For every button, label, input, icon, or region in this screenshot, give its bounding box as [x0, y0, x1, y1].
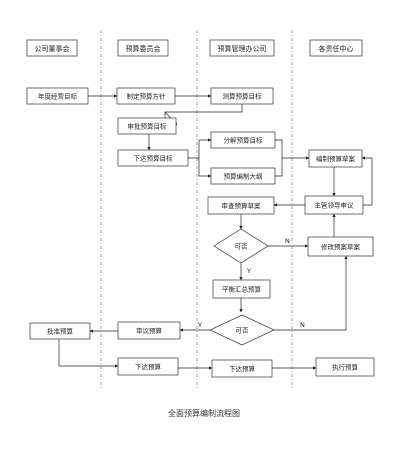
edge-label-d1-no: N: [285, 237, 290, 245]
node-issue-budget-committee: 下达预算: [135, 362, 162, 371]
node-review-draft: 审查预算草案: [222, 201, 262, 210]
decision-nodes: [209, 228, 275, 346]
node-review-draft-box: [207, 196, 275, 215]
lane-dividers: [100, 30, 293, 388]
node-compile-outline: 预算编制大纲: [224, 172, 263, 181]
node-decision1-shape: [213, 228, 269, 264]
node-balance-summary: 平衡汇总预算: [222, 285, 262, 294]
node-issue-budget-office-box: [211, 359, 273, 378]
node-execute-budget-box: [315, 357, 375, 377]
node-approve-budget-box: [29, 322, 91, 340]
node-issue-target: 下达预算目标: [134, 154, 174, 163]
lane-headers: 公司董事会 预算委员会 预算管理办公司 各责任中心: [26, 39, 363, 57]
node-set-policy: 制定预算方针: [127, 92, 167, 101]
node-decompose-target-box: [210, 131, 276, 149]
edge-label-group: N Y N Y: [197, 237, 305, 329]
edge-measure-to-approve: [164, 104, 243, 118]
lane-header-board-box: [26, 39, 78, 57]
node-balance-summary-box: [212, 279, 271, 299]
edge-label-d2-yes: Y: [197, 321, 202, 329]
edge-issue-to-outline: [198, 158, 212, 178]
lane-header-office: 预算管理办公司: [218, 44, 267, 53]
edge-approve-to-issue-committee: [58, 339, 119, 368]
node-compile-draft-box: [308, 149, 363, 168]
node-decision2: 可否: [236, 327, 250, 335]
node-approve-target: 审批预算目标: [128, 122, 168, 131]
node-annual-target: 年度经营目标: [38, 92, 78, 101]
process-nodes: [26, 87, 375, 378]
node-leader-review: 主管领导审议: [315, 201, 355, 210]
node-execute-budget: 执行预算: [332, 363, 359, 372]
node-compile-outline-box: [210, 167, 276, 185]
node-issue-budget-office: 下达预算: [229, 364, 256, 373]
node-deliberate-budget: 审议预算: [136, 326, 163, 335]
node-compile-draft: 编制预算草案: [316, 154, 356, 163]
node-issue-target-box: [117, 149, 189, 167]
lane-header-office-box: [209, 39, 275, 57]
node-labels: 年度经营目标 制定预算方针 测算预算目标 审批预算目标 下达预算目标 分解预算目…: [38, 92, 361, 374]
diagram-caption: 全面预算编制流程图: [168, 409, 240, 418]
node-measure-target-box: [210, 87, 274, 105]
lane-header-committee-box: [117, 39, 169, 57]
edge-decompose-to-draft: [275, 139, 310, 160]
lane-header-board: 公司董事会: [35, 44, 70, 53]
node-revise-draft-box: [307, 236, 374, 257]
node-deliberate-budget-box: [117, 321, 181, 340]
edge-label-d2-no: N: [300, 321, 305, 329]
node-decompose-target: 分解预算目标: [224, 136, 264, 145]
node-issue-budget-committee-box: [117, 357, 179, 376]
lane-header-centers: 各责任中心: [319, 44, 354, 53]
node-leader-review-box: [304, 195, 364, 215]
edge-outline-to-draft: [275, 158, 283, 177]
node-approve-target-box: [117, 117, 177, 135]
node-decision1: 可否: [235, 243, 249, 251]
node-measure-target: 测算预算目标: [223, 92, 263, 101]
edge-issue-to-decompose: [188, 138, 212, 159]
lane-header-centers-box: [309, 39, 363, 57]
node-decision2-shape: [209, 314, 275, 346]
node-annual-target-box: [26, 87, 89, 105]
edge-leader-to-draft: [361, 156, 373, 206]
edge-d2-no-to-revise: [274, 255, 348, 331]
node-revise-draft: 修改预案草案: [321, 242, 361, 251]
lane-header-committee: 预算委员会: [126, 44, 161, 53]
node-approve-budget: 批准预算: [47, 327, 74, 336]
edge-label-d1-yes: Y: [246, 267, 251, 275]
node-set-policy-box: [116, 87, 176, 105]
